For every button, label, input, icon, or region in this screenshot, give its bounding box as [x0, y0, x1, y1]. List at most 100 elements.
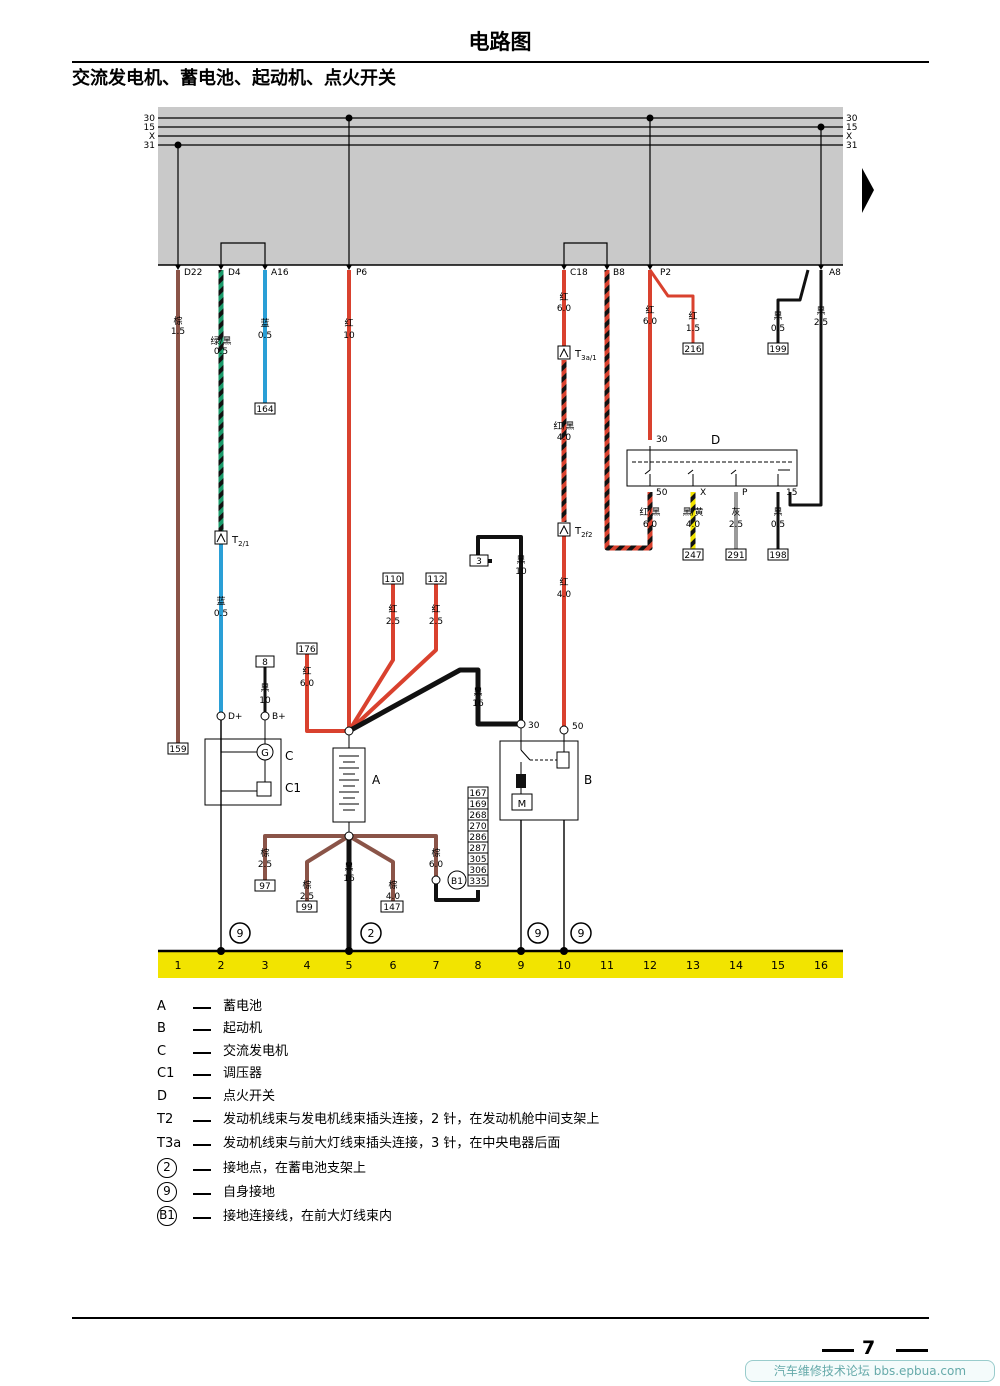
section-title: 交流发电机、蓄电池、起动机、点火开关	[72, 68, 396, 89]
wire-labels: 棕1.5 绿/黑0.5 蓝0.5 红10 红6.0 红6.0 红1.5 黑0.5…	[171, 291, 828, 902]
ignition-switch-D: D 30 50 X P 15	[626, 433, 798, 498]
junction-dots	[174, 114, 825, 149]
wire-color: 黑	[773, 507, 782, 518]
svg-text:G: G	[261, 748, 269, 759]
t2f2-label: T2f2	[574, 526, 592, 539]
wire-color: 红/黑	[553, 420, 574, 432]
svg-text:12: 12	[643, 959, 657, 972]
ground-markers: 9 2 9 9	[229, 922, 592, 944]
wire-size: 4.0	[686, 520, 701, 530]
wire-color: 棕	[260, 847, 269, 859]
wire-size: 10	[515, 567, 527, 577]
svg-text:305: 305	[469, 855, 486, 865]
ref-box: 176	[298, 645, 315, 655]
wire-color: 黑	[344, 862, 353, 873]
svg-text:1: 1	[175, 959, 182, 972]
wire-black-a8	[788, 270, 823, 507]
component-label: C	[285, 749, 293, 763]
svg-text:B+: B+	[272, 712, 286, 722]
connector-C18: C18	[570, 268, 588, 278]
svg-text:50: 50	[656, 488, 668, 498]
wire-red-112	[347, 584, 438, 733]
connector-P6: P6	[356, 268, 367, 278]
wire-color: 棕	[388, 879, 397, 891]
wires	[176, 269, 823, 951]
svg-text:15: 15	[771, 959, 785, 972]
wire-size: 0.5	[214, 609, 228, 619]
wire-color: 棕	[173, 315, 182, 327]
wire-color: 红	[302, 665, 311, 677]
svg-text:15: 15	[786, 488, 797, 498]
wire-size: 10	[343, 331, 355, 341]
svg-text:6: 6	[390, 959, 397, 972]
svg-text:270: 270	[469, 822, 486, 832]
panel-internal-wiring	[177, 118, 822, 265]
connector-B8: B8	[613, 268, 625, 278]
svg-text:P: P	[742, 488, 748, 498]
continuation-arrow-icon	[862, 168, 874, 213]
wire-color: 红	[344, 317, 353, 329]
svg-text:286: 286	[469, 833, 486, 843]
wire-size: 6.0	[643, 317, 658, 327]
component-label: B	[584, 773, 592, 787]
header-rule	[72, 61, 929, 63]
svg-text:30: 30	[528, 721, 540, 731]
svg-text:D+: D+	[228, 712, 242, 722]
ref-box: 198	[769, 551, 786, 561]
wire-brown-147	[347, 834, 395, 901]
bus-labels-right: 30 15 X 31	[846, 114, 858, 151]
ref-box: 147	[383, 903, 400, 913]
t3a-1-label: T3a/1	[574, 349, 597, 362]
wire-color: 棕	[302, 879, 311, 891]
wire-size: 1.5	[686, 324, 700, 334]
svg-text:14: 14	[729, 959, 743, 972]
ground-mark: 9	[237, 927, 244, 940]
wire-size: 4.0	[557, 590, 572, 600]
svg-text:335: 335	[469, 877, 486, 887]
svg-text:9: 9	[518, 959, 525, 972]
wire-color: 红	[559, 291, 568, 303]
component-label: D	[711, 433, 720, 447]
svg-text:4: 4	[304, 959, 311, 972]
watermark: 汽车维修技术论坛 bbs.epbua.com	[745, 1360, 995, 1382]
svg-text:268: 268	[469, 811, 486, 821]
connector-D22: D22	[184, 268, 202, 278]
bus-label: 30	[144, 114, 156, 124]
wiring-diagram: 30 15 X 31 30 15 X 31 D22 D4 A16 P6 C18 …	[144, 107, 874, 978]
bus-label: 31	[846, 141, 857, 151]
wire-size: 16	[472, 699, 484, 709]
wire-size: 6.0	[557, 304, 572, 314]
connector-A8: A8	[829, 268, 841, 278]
wire-brown-97	[263, 834, 349, 880]
ref-box: 291	[727, 551, 744, 561]
wire-color: 红	[559, 576, 568, 588]
ref-box: 8	[262, 658, 268, 668]
wire-color: 绿/黑	[210, 335, 231, 347]
wire-brown-99	[305, 834, 351, 901]
separation-points: T2/1 T3a/1 T2f2	[214, 345, 597, 548]
page-number: 7	[862, 1337, 876, 1359]
wire-size: 2.5	[729, 520, 743, 530]
wire-color: 黑/黄	[682, 506, 703, 518]
footer-rule	[72, 1317, 929, 1319]
wire-color: 黑	[473, 687, 482, 698]
ref-box: 112	[427, 575, 444, 585]
svg-text:M: M	[518, 799, 527, 810]
connector-A16: A16	[271, 268, 289, 278]
wire-size: 6.0	[300, 679, 315, 689]
svg-text:11: 11	[600, 959, 614, 972]
wire-size: 2.5	[258, 860, 272, 870]
ground-dots	[217, 947, 568, 955]
wire-color: 红	[645, 304, 654, 316]
ref-box: 110	[384, 575, 401, 585]
svg-text:2: 2	[218, 959, 225, 972]
bus-label: 15	[144, 123, 155, 133]
ref-box: 164	[256, 405, 273, 415]
bus-label: 31	[144, 141, 155, 151]
wire-color: 黑	[260, 683, 269, 694]
svg-text:7: 7	[433, 959, 440, 972]
bus-label: 15	[846, 123, 857, 133]
wire-size: 2.5	[814, 318, 828, 328]
svg-text:8: 8	[475, 959, 482, 972]
wire-red-110	[347, 584, 395, 733]
